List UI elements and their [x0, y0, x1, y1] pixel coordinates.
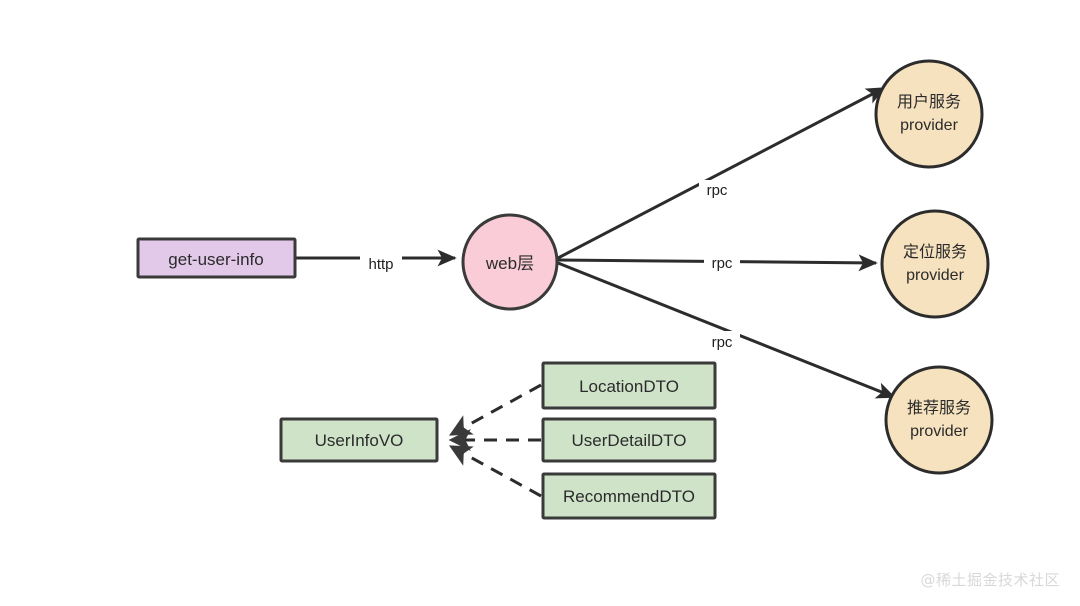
user-service-provider-label-en: provider: [900, 117, 958, 134]
edge-label-rpc-user: rpc: [707, 182, 728, 199]
edge-line-recommend-dto: [448, 445, 542, 498]
edge-web-to-user-service: rpc: [557, 86, 886, 260]
edge-line-rpc-recommend: [557, 261, 896, 399]
recommend-service-provider-circle[interactable]: [884, 365, 994, 475]
user-service-provider-label-cn: 用户服务: [897, 93, 961, 111]
edge-line-location-dto: [448, 383, 542, 436]
user-info-vo-label: UserInfoVO: [315, 431, 404, 450]
edge-label-rpc-location: rpc: [712, 255, 733, 272]
node-location-dto[interactable]: LocationDTO: [541, 361, 717, 410]
user-detail-dto-box[interactable]: [541, 417, 717, 463]
get-user-info-label: get-user-info: [168, 250, 263, 269]
node-recommend-service-provider[interactable]: 推荐服务 provider: [884, 365, 994, 475]
edge-label-bg-rpc-recommend: [704, 331, 740, 348]
web-layer-label: web层: [485, 254, 534, 273]
location-service-provider-label-en: provider: [906, 267, 964, 284]
location-service-provider-circle[interactable]: [880, 209, 990, 319]
edge-label-bg-http: [360, 251, 402, 268]
node-location-service-provider[interactable]: 定位服务 provider: [880, 209, 990, 319]
watermark: @稀土掘金技术社区: [920, 571, 1060, 589]
user-service-provider-circle[interactable]: [874, 59, 984, 169]
location-dto-box[interactable]: [541, 361, 717, 410]
edge-label-rpc-recommend: rpc: [712, 334, 733, 351]
edge-label-bg-rpc-location: [704, 253, 740, 270]
user-info-vo-box[interactable]: [279, 417, 439, 463]
edge-line-rpc-user: [557, 86, 886, 260]
edge-label-bg-rpc-user: [699, 180, 735, 197]
node-recommend-dto[interactable]: RecommendDTO: [541, 472, 717, 520]
edge-recommend-dto-to-vo: [448, 445, 542, 498]
edge-web-to-recommend-service: rpc: [557, 261, 896, 399]
recommend-service-provider-label-en: provider: [910, 423, 968, 440]
node-user-detail-dto[interactable]: UserDetailDTO: [541, 417, 717, 463]
get-user-info-box[interactable]: [136, 237, 297, 279]
user-detail-dto-label: UserDetailDTO: [572, 431, 687, 450]
node-get-user-info[interactable]: get-user-info: [136, 237, 297, 279]
recommend-dto-label: RecommendDTO: [563, 487, 695, 506]
node-user-info-vo[interactable]: UserInfoVO: [279, 417, 439, 463]
location-dto-label: LocationDTO: [579, 377, 679, 396]
recommend-service-provider-label-cn: 推荐服务: [907, 399, 971, 417]
edge-location-dto-to-vo: [448, 383, 542, 436]
edge-label-http: http: [368, 256, 393, 273]
recommend-dto-box[interactable]: [541, 472, 717, 520]
edge-entry-to-web: http: [296, 249, 457, 273]
node-web-layer[interactable]: web层: [461, 213, 559, 311]
location-service-provider-label-cn: 定位服务: [903, 243, 967, 261]
node-user-service-provider[interactable]: 用户服务 provider: [874, 59, 984, 169]
edge-web-to-location-service: rpc: [557, 253, 878, 272]
web-layer-circle[interactable]: [461, 213, 559, 311]
